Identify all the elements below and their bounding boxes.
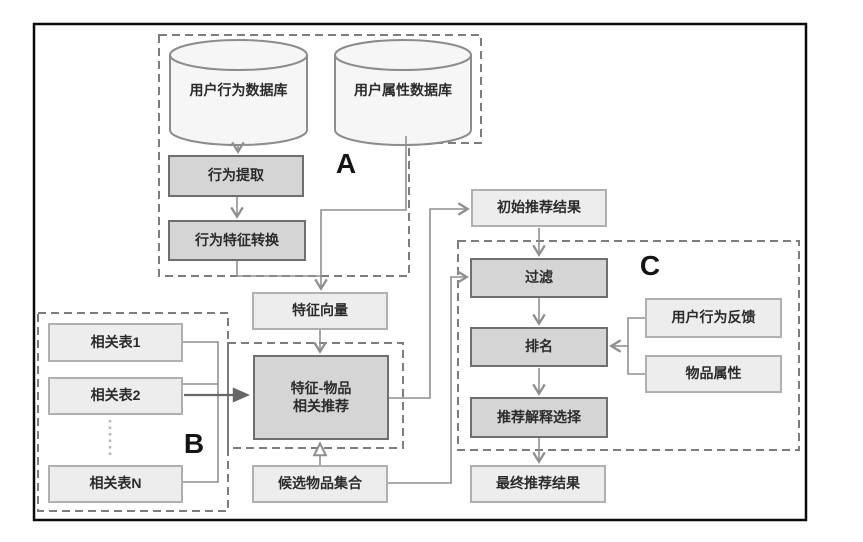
edge-conversion-to-featurevector	[236, 261, 321, 277]
section-c-outline	[457, 240, 800, 451]
node-user-attribute-db: 用户属性数据库	[354, 82, 452, 98]
user-attribute-db-cylinder	[334, 39, 472, 146]
node-user-behavior-feedback: 用户行为反馈	[645, 298, 782, 338]
node-filter: 过滤	[470, 258, 608, 298]
edge-candidates-to-filter	[388, 270, 469, 484]
edge-featureitem-to-initialresult	[389, 202, 470, 399]
user-behavior-db-cylinder	[169, 39, 308, 146]
node-explanation-selection: 推荐解释选择	[470, 397, 608, 438]
node-feature-item-recommendation: 特征-物品 相关推荐	[253, 355, 389, 440]
node-item-attributes: 物品属性	[645, 355, 782, 393]
node-behavior-extraction: 行为提取	[168, 155, 304, 197]
edge-relatedtables-bracket	[183, 341, 219, 483]
node-ranking: 排名	[470, 327, 608, 367]
node-related-table-2: 相关表2	[48, 377, 183, 415]
section-b-outline	[37, 312, 229, 512]
outer-frame	[32, 22, 808, 522]
node-initial-recommendation-result: 初始推荐结果	[471, 189, 607, 227]
section-c-label: C	[639, 250, 661, 281]
edge-feedback-attr-bracket	[627, 317, 645, 375]
node-candidate-item-set: 候选物品集合	[252, 465, 388, 503]
edge-attributedb-to-featurevector	[314, 136, 407, 291]
node-related-table-n: 相关表N	[48, 465, 183, 503]
connectors	[183, 136, 645, 484]
node-related-table-1: 相关表1	[48, 323, 183, 362]
node-feature-vector: 特征向量	[252, 292, 388, 330]
section-a-label: A	[335, 148, 357, 179]
node-final-recommendation-result: 最终推荐结果	[470, 465, 606, 503]
node-behavior-feature-conversion: 行为特征转换	[168, 220, 306, 261]
section-b-label: B	[183, 428, 205, 459]
node-user-behavior-db: 用户行为数据库	[189, 82, 288, 98]
